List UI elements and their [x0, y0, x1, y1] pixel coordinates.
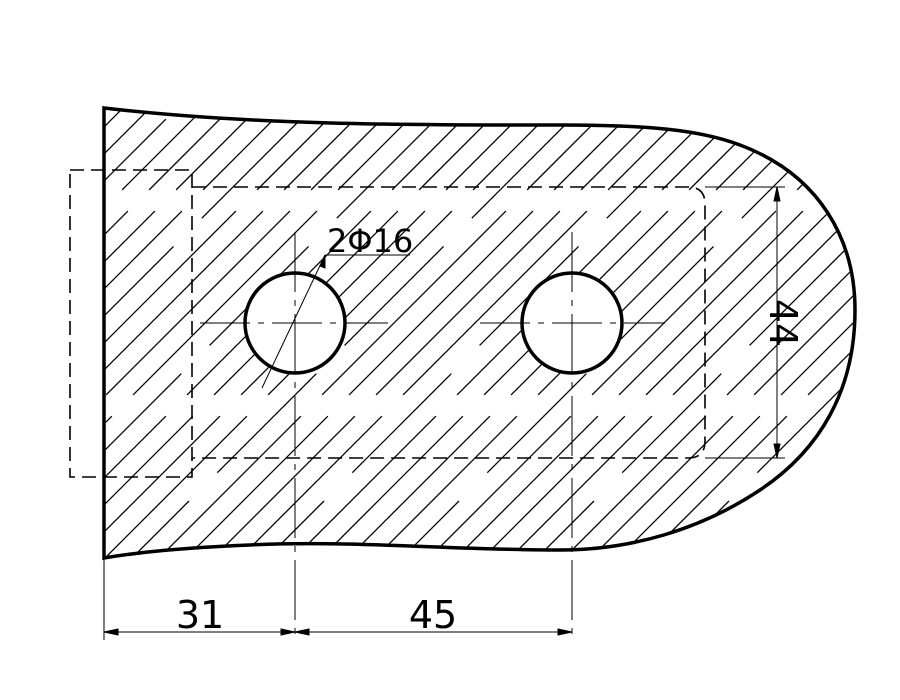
hatch-line — [170, 108, 772, 558]
hole-callout: 2Φ16 — [327, 222, 413, 260]
dim-45: 45 — [409, 593, 457, 637]
dim-31: 31 — [176, 593, 224, 637]
hatch-line — [104, 108, 286, 558]
hatch-line — [359, 108, 855, 558]
hatch-line — [104, 108, 529, 558]
hatch-line — [197, 108, 799, 558]
part-outline — [102, 106, 857, 561]
hatch-line — [467, 108, 855, 558]
hatch-line — [104, 108, 421, 558]
hatch-line — [104, 108, 151, 558]
dimension-lines — [103, 186, 785, 640]
hatch-line — [440, 108, 855, 558]
hatch-line — [494, 108, 855, 558]
hidden-slot-outline — [192, 186, 706, 459]
hatch-line — [791, 108, 855, 558]
hatch-line — [224, 108, 826, 558]
hatch-line — [104, 108, 502, 558]
hatch-line — [116, 108, 718, 558]
hatch-line — [104, 108, 232, 558]
hatch-line — [104, 108, 259, 558]
dim-44: 44 — [761, 299, 805, 347]
hatch-line — [104, 108, 691, 558]
hatch-line — [818, 108, 855, 558]
hatch-line — [521, 108, 855, 558]
hatch-line — [104, 108, 475, 558]
hidden-tab-outline — [69, 169, 193, 478]
hatch-line — [104, 108, 448, 558]
hatch-line — [104, 108, 664, 558]
center-lines — [200, 232, 665, 640]
hatch-line — [575, 108, 855, 558]
hatch-line — [602, 108, 855, 558]
hatch-line — [386, 108, 855, 558]
hatch-line — [413, 108, 855, 558]
hatch-line — [332, 108, 855, 558]
hatch-line — [104, 108, 178, 558]
hatch-line — [548, 108, 855, 558]
hatch-line — [873, 0, 900, 600]
hatch-line — [143, 108, 745, 558]
